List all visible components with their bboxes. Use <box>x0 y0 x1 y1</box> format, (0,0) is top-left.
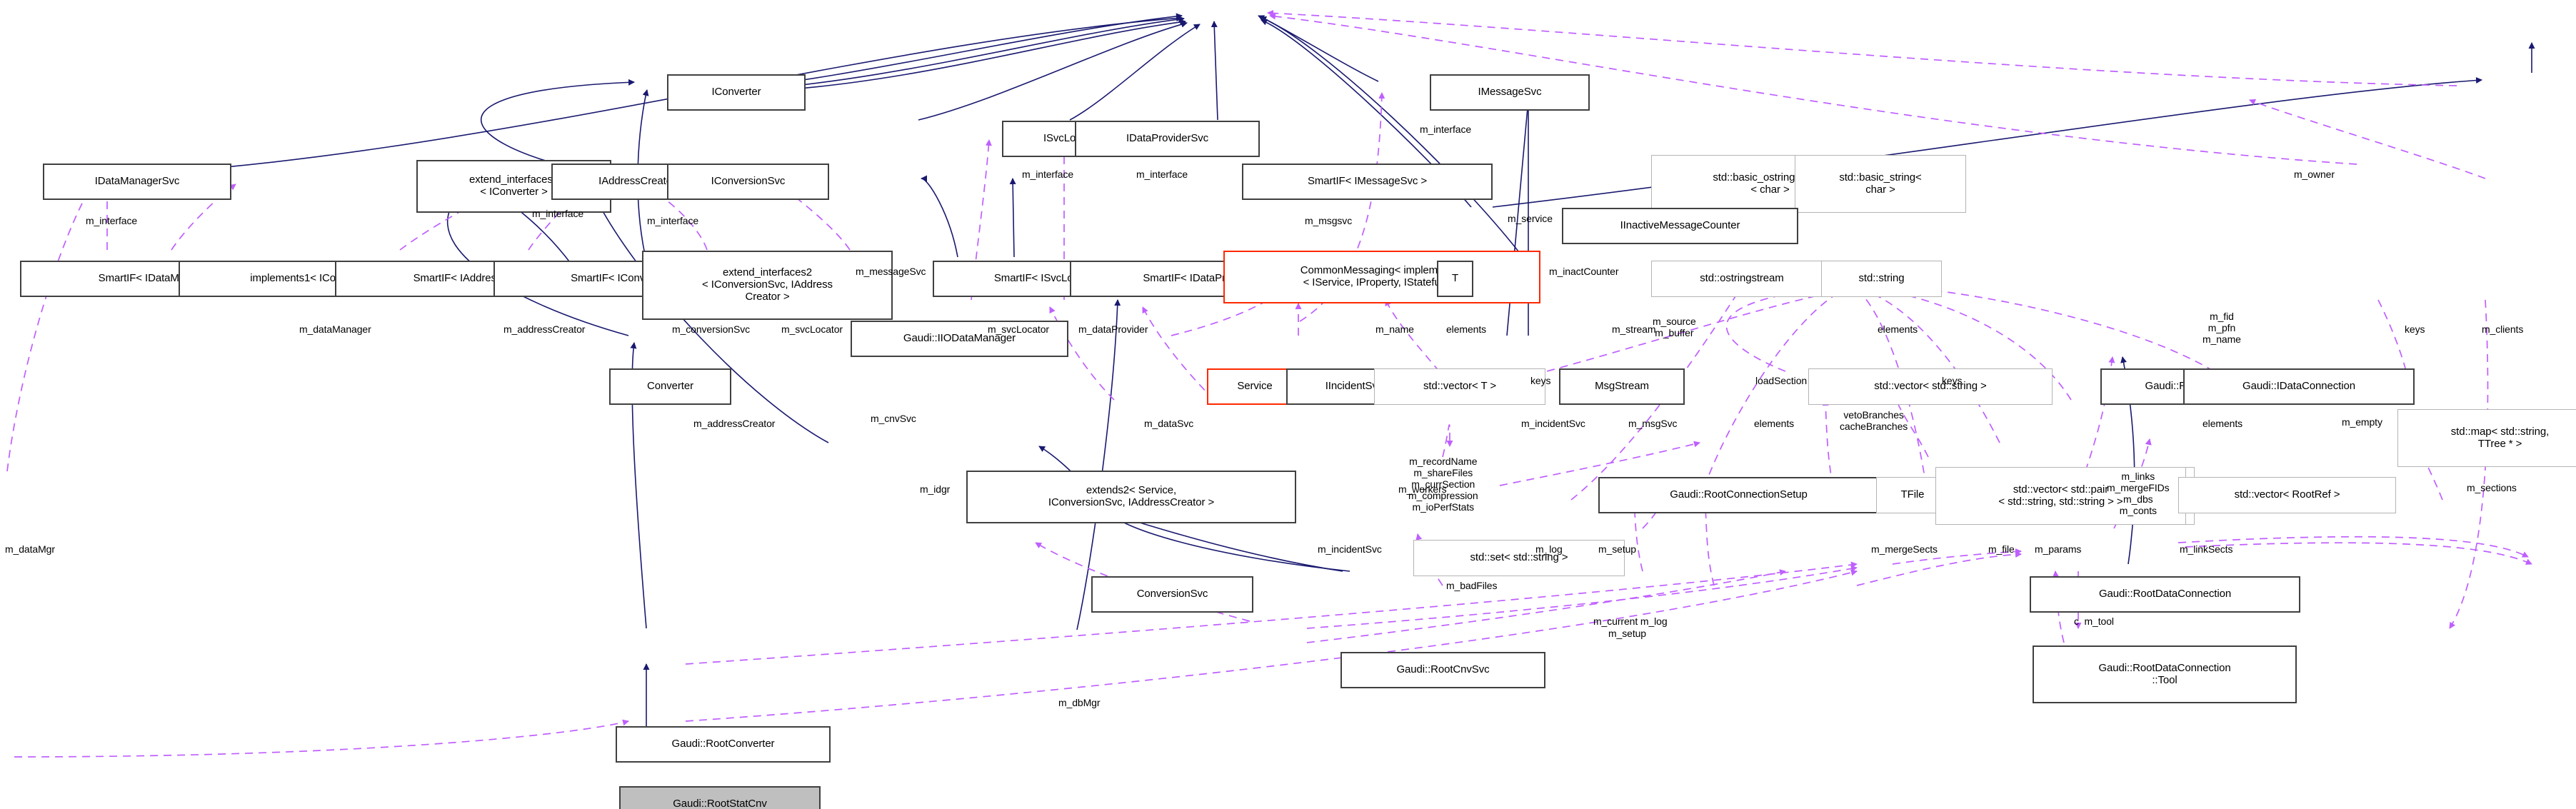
edge-label-l_mfile: m_file <box>1988 543 2015 555</box>
edge-label-l_minterface_msg: m_interface <box>1420 124 1472 135</box>
edge-label-l_maddresscreator: m_addressCreator <box>503 323 586 335</box>
class-node-map_string_tree[interactable]: std::map< std::string, TTree * > <box>2397 409 2576 467</box>
class-node-set_std_string[interactable]: std::set< std::string > <box>1413 540 1625 576</box>
edge-label-l_msource: m_source m_buffer <box>1653 316 1696 339</box>
edge-label-l_mdataprovider: m_dataProvider <box>1078 323 1148 335</box>
class-node-rootstatcnv[interactable]: Gaudi::RootStatCnv <box>619 786 821 809</box>
edge-label-l_msetup_b: m_setup <box>1608 628 1646 639</box>
edge-label-l_maddresscreator2: m_addressCreator <box>693 418 776 429</box>
class-node-imessagesvc[interactable]: IMessageSvc <box>1430 74 1590 111</box>
edge-label-l_mowner: m_owner <box>2294 169 2335 180</box>
class-node-vector_rootref[interactable]: std::vector< RootRef > <box>2178 477 2396 513</box>
edge-label-l_mworkers: m_workers <box>1398 483 1447 495</box>
edge-label-l_minterface_cs: m_interface <box>647 215 699 226</box>
class-node-t_node[interactable]: T <box>1437 261 1473 297</box>
class-node-iinactivemsgcounter[interactable]: IInactiveMessageCounter <box>1562 208 1798 244</box>
class-node-iiodatamanager[interactable]: Gaudi::IIODataManager <box>851 321 1068 357</box>
class-node-extends2[interactable]: extends2< Service, IConversionSvc, IAddr… <box>966 471 1296 523</box>
edge-label-l_mfid: m_fid m_pfn m_name <box>2202 311 2241 346</box>
edge-label-l_elements_str: elements <box>1446 323 1487 335</box>
edge-label-l_mbadfiles: m_badFiles <box>1446 580 1498 591</box>
edge-label-l_mname: m_name <box>1375 323 1414 335</box>
edge-label-l_mservice: m_service <box>1508 213 1553 224</box>
edge-label-l_elements_vec: elements <box>1878 323 1918 335</box>
class-node-iconverter[interactable]: IConverter <box>667 74 806 111</box>
class-node-msgstream[interactable]: MsgStream <box>1559 368 1685 405</box>
edge-label-l_mmsgsvc_top: m_msgsvc <box>1305 215 1353 226</box>
class-node-extend_interfaces2[interactable]: extend_interfaces2 < IConversionSvc, IAd… <box>642 251 893 320</box>
edge-label-l_mdatamgr_left: m_dataMgr <box>5 543 55 555</box>
edge-label-l_mconversionsvc: m_conversionSvc <box>672 323 750 335</box>
edge-label-l_mempty: m_empty <box>2342 416 2382 428</box>
class-node-vector_string[interactable]: std::vector< std::string > <box>1808 368 2053 405</box>
class-node-ostringstream[interactable]: std::ostringstream <box>1651 261 1833 297</box>
edge-label-l_minterface_dp: m_interface <box>1136 169 1188 180</box>
edge-label-l_mrecordname: m_recordName m_shareFiles m_currSection … <box>1408 456 1478 513</box>
edge-label-l_mdbmgr: m_dbMgr <box>1058 697 1101 708</box>
class-node-idataconnection[interactable]: Gaudi::IDataConnection <box>2183 368 2415 405</box>
edge-label-l_mincidentsvc_b: m_incidentSvc <box>1318 543 1382 555</box>
edge-label-l_vetobranches: vetoBranches cacheBranches <box>1840 409 1908 433</box>
class-node-iconversionsvc[interactable]: IConversionSvc <box>667 164 829 200</box>
class-node-smartif_imessagesvc[interactable]: SmartIF< IMessageSvc > <box>1242 164 1493 200</box>
edge-label-l_mstream: m_stream <box>1612 323 1656 335</box>
edge-label-l_mparams: m_params <box>2035 543 2082 555</box>
edge-label-l_msvclocator_a: m_svcLocator <box>781 323 843 335</box>
edge-label-l_c_mtool: c m_tool <box>2074 615 2114 627</box>
edge-label-l_mmergesects: m_mergeSects <box>1871 543 1938 555</box>
class-node-std_string[interactable]: std::string <box>1821 261 1942 297</box>
edge-label-l_loadsection: loadSection <box>1755 375 1808 386</box>
edge-label-l_mincidentsvc_a: m_incidentSvc <box>1521 418 1585 429</box>
edge-label-l_mdatamanager: m_dataManager <box>299 323 371 335</box>
class-node-rootdataconn_tool[interactable]: Gaudi::RootDataConnection ::Tool <box>2033 645 2297 703</box>
class-node-converter[interactable]: Converter <box>609 368 731 405</box>
edge-label-l_minterface_dm: m_interface <box>86 215 138 226</box>
class-node-rootcnvsvc[interactable]: Gaudi::RootCnvSvc <box>1340 652 1545 688</box>
class-node-idataprovidersvc[interactable]: IDataProviderSvc <box>1075 121 1260 157</box>
class-node-basic_string[interactable]: std::basic_string< char > <box>1795 155 1966 213</box>
class-node-idatamanagersvc[interactable]: IDataManagerSvc <box>43 164 231 200</box>
class-node-vector_pair[interactable]: std::vector< std::pair < std::string, st… <box>1935 467 2186 525</box>
edge-label-l_msections: m_sections <box>2467 482 2517 493</box>
edge-label-l_keys_right: keys <box>2405 323 2425 335</box>
edge-label-l_mcnvsvc: m_cnvSvc <box>871 413 916 424</box>
edge-label-l_elements_mid: elements <box>1754 418 1795 429</box>
class-node-vector_t[interactable]: std::vector< T > <box>1374 368 1545 405</box>
class-node-rootdataconnection[interactable]: Gaudi::RootDataConnection <box>2030 576 2300 613</box>
edge-label-l_elements_rr: elements <box>2202 418 2243 429</box>
edge-label-l_mclients: m_clients <box>2482 323 2524 335</box>
edge-label-l_mdatasvc: m_dataSvc <box>1144 418 1194 429</box>
class-node-rootconnsetup[interactable]: Gaudi::RootConnectionSetup <box>1598 477 1879 513</box>
edge-label-l_mlinksects: m_linkSects <box>2180 543 2233 555</box>
edge-label-l_mmsgsvc_mid: m_msgSvc <box>1628 418 1678 429</box>
edge-label-l_minactcounter: m_inactCounter <box>1549 266 1619 277</box>
class-node-rootconverter[interactable]: Gaudi::RootConverter <box>616 726 831 763</box>
class-node-conversionsvc[interactable]: ConversionSvc <box>1091 576 1253 613</box>
class-node-commonmessaging[interactable]: CommonMessaging< implements3 < IService,… <box>1223 251 1540 303</box>
edge-label-l_minterface_sl: m_interface <box>1022 169 1074 180</box>
edge-label-l_midgr: m_idgr <box>920 483 951 495</box>
edge-label-l_mcurrent_mlog: m_current m_log <box>1593 615 1668 627</box>
